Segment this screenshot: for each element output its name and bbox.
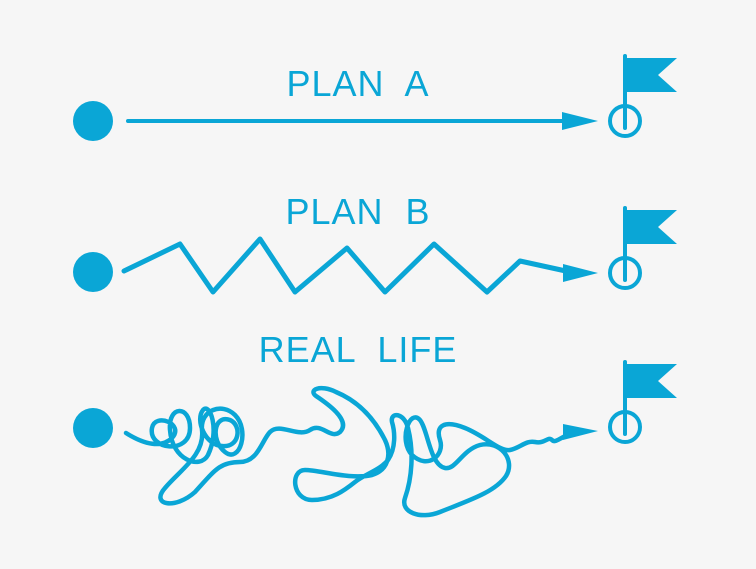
flag-icon xyxy=(608,54,677,138)
label-real-life: REAL LIFE xyxy=(259,329,458,370)
row-real-life: REAL LIFE xyxy=(73,329,677,518)
row-plan-a: PLAN A xyxy=(73,54,677,141)
arrowhead-icon xyxy=(562,112,598,130)
path-real-life xyxy=(123,385,578,518)
arrowhead-icon xyxy=(563,424,598,440)
path-plan-b xyxy=(121,236,578,295)
start-dot-icon xyxy=(73,101,113,141)
flag-icon xyxy=(608,206,677,290)
row-plan-b: PLAN B xyxy=(73,191,677,295)
flag-icon xyxy=(608,360,677,444)
arrowhead-icon xyxy=(563,264,598,282)
label-plan-b: PLAN B xyxy=(285,191,430,232)
label-plan-a: PLAN A xyxy=(286,63,429,104)
start-dot-icon xyxy=(73,252,113,292)
start-dot-icon xyxy=(73,408,113,448)
